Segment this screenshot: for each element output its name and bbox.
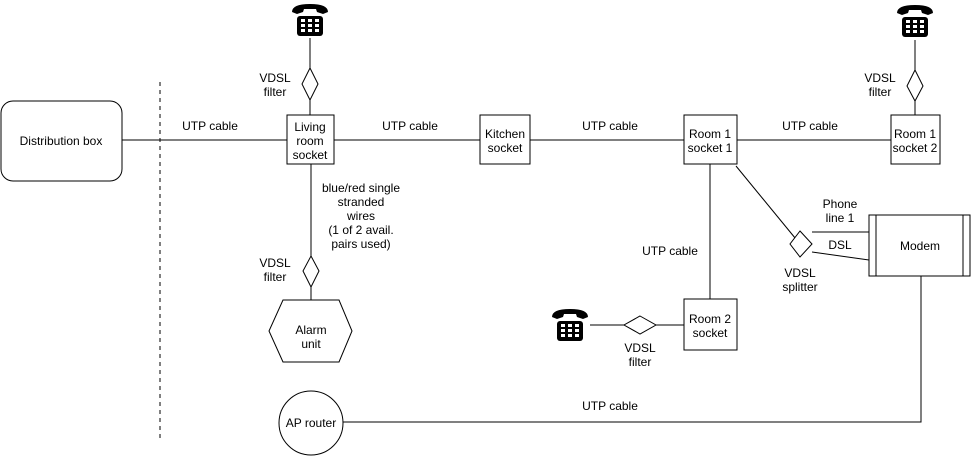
vdsl-splitter-label-line1: VDSL [784, 266, 816, 280]
dsl-label: DSL [828, 238, 852, 252]
utp-cable-label: UTP cable [582, 119, 638, 133]
distribution-box-label: Distribution box [20, 134, 103, 148]
room1-socket2-shape [890, 114, 941, 165]
kitchen-socket-label-2: socket [488, 141, 523, 155]
modem-shape [868, 214, 971, 277]
phone-line-label-line1: Phone [823, 197, 858, 211]
alarm-unit-label-1: Alarm [295, 323, 326, 337]
vdsl-filter-diamond-2 [906, 68, 924, 103]
vdsl-filter-label-line1: VDSL [259, 256, 291, 270]
alarm-wires-label-line2: stranded [338, 195, 385, 209]
room2-socket[interactable]: Room 2 socket [683, 298, 738, 351]
telephone-icon [552, 309, 588, 341]
alarm-wires-label-line3: wires [346, 209, 375, 223]
room2-socket-label-1: Room 2 [689, 312, 731, 326]
distribution-box-shape [0, 100, 123, 182]
room1-socket2[interactable]: Room 1 socket 2 [890, 114, 941, 165]
living-room-socket[interactable]: Living room socket [286, 114, 335, 165]
alarm-unit-label-2: unit [301, 337, 321, 351]
edge-modem-router [343, 276, 922, 423]
kitchen-socket[interactable]: Kitchen socket [479, 114, 531, 165]
vdsl-splitter-label-line2: splitter [782, 280, 817, 294]
alarm-wires-label-line1: blue/red single [322, 181, 400, 195]
phone-line-label-line2: line 1 [826, 211, 855, 225]
utp-cable-label: UTP cable [182, 119, 238, 133]
room1-socket1-label-1: Room 1 [689, 127, 731, 141]
modem[interactable]: Modem [868, 214, 971, 277]
room1-socket1[interactable]: Room 1 socket 1 [683, 114, 738, 165]
vdsl-filter-label-line2: filter [264, 270, 287, 284]
utp-cable-label: UTP cable [782, 119, 838, 133]
vdsl-filter-diamond-4 [622, 315, 658, 335]
ap-router-label: AP router [286, 416, 336, 430]
room1-socket2-label-2: socket 2 [893, 141, 938, 155]
alarm-wires-label-line5: pairs used) [331, 237, 390, 251]
vdsl-filter-label-line1: VDSL [864, 71, 896, 85]
vdsl-filter-label-line2: filter [629, 355, 652, 369]
kitchen-socket-label-1: Kitchen [485, 127, 525, 141]
vdsl-filter-label-line2: filter [869, 85, 892, 99]
room1-socket1-label-2: socket 1 [688, 141, 733, 155]
alarm-wires-label-line4: (1 of 2 avail. [328, 223, 393, 237]
ap-router-shape [278, 390, 344, 456]
distribution-box[interactable]: Distribution box [0, 100, 123, 182]
ap-router[interactable]: AP router [278, 390, 344, 456]
living-room-socket-label-3: socket [293, 148, 328, 162]
room2-socket-label-2: socket [693, 326, 728, 340]
room2-socket-shape [683, 298, 738, 351]
alarm-unit-shape [268, 299, 353, 363]
telephone-icon [292, 4, 328, 36]
vdsl-filter-label-line1: VDSL [259, 71, 291, 85]
living-room-socket-label-1: Living [294, 120, 325, 134]
utp-cable-label: UTP cable [642, 244, 698, 258]
room1-socket1-shape [683, 114, 738, 165]
vdsl-filter-label-line2: filter [264, 85, 287, 99]
utp-cable-label: UTP cable [382, 119, 438, 133]
room1-socket2-label-1: Room 1 [894, 127, 936, 141]
modem-label: Modem [900, 239, 940, 253]
vdsl-filter-diamond-1 [301, 66, 319, 102]
vdsl-splitter-diamond [789, 230, 813, 258]
kitchen-socket-shape [479, 114, 531, 165]
vdsl-filter-label-line1: VDSL [624, 341, 656, 355]
connectors [122, 38, 922, 423]
edge-room1-splitter [735, 165, 801, 245]
alarm-unit[interactable]: Alarm unit [268, 299, 353, 363]
utp-cable-label: UTP cable [582, 399, 638, 413]
living-room-socket-shape [286, 114, 335, 165]
living-room-socket-label-2: room [296, 134, 323, 148]
edge-dsl [811, 251, 870, 261]
telephone-icon [897, 5, 933, 37]
vdsl-filter-diamond-3 [302, 254, 320, 289]
